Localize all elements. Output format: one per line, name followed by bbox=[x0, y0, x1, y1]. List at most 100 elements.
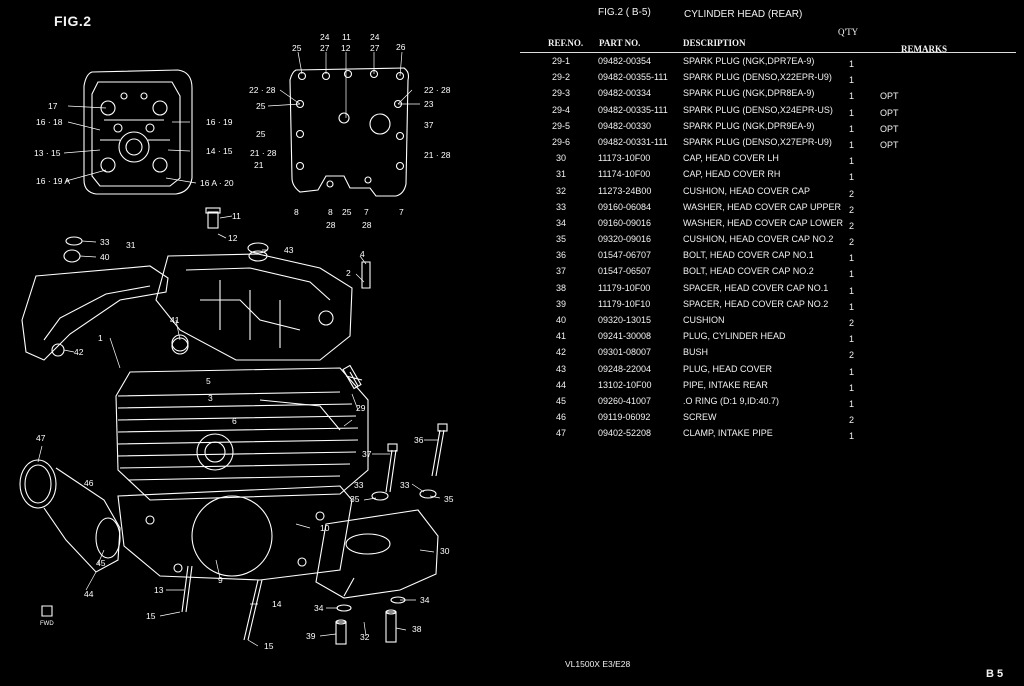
ref-no-cell: 44 bbox=[555, 379, 566, 390]
callout-16-19: 16 · 19 bbox=[206, 117, 233, 127]
callout-33: 33 bbox=[400, 480, 410, 490]
table-row: 44 13102-10F00 PIPE, INTAKE REAR 1 bbox=[520, 378, 1024, 394]
callout-27: 27 bbox=[320, 43, 330, 53]
qty-cell: 1 bbox=[849, 382, 855, 393]
callout-11: 11 bbox=[342, 32, 351, 42]
callout-39: 39 bbox=[306, 631, 316, 641]
callout-31: 31 bbox=[126, 240, 136, 250]
callout-21: 21 bbox=[254, 160, 264, 170]
remarks-cell: OPT bbox=[880, 139, 899, 150]
callout-23: 23 bbox=[424, 99, 434, 109]
leader-lines bbox=[37, 51, 441, 647]
callout-26: 26 bbox=[396, 42, 406, 52]
callout-37: 37 bbox=[424, 120, 434, 130]
ref-no-cell: 34 bbox=[555, 217, 566, 228]
ref-no-cell: 29-6 bbox=[551, 136, 570, 147]
exploded-diagram-panel: FIG.2 bbox=[19, 13, 454, 651]
bolts-and-studs bbox=[41, 207, 448, 645]
description-cell: SPACER, HEAD COVER CAP NO.1 bbox=[683, 282, 829, 293]
callout-25: 25 bbox=[256, 129, 266, 139]
ref-no-cell: 47 bbox=[555, 428, 566, 439]
qty-cell: 2 bbox=[849, 188, 855, 199]
ref-no-cell: 35 bbox=[555, 234, 566, 245]
description-cell: SPARK PLUG (NGK,DPR9EA-9) bbox=[683, 120, 815, 131]
callout-32: 32 bbox=[360, 632, 370, 642]
callout-35: 35 bbox=[350, 494, 360, 504]
qty-cell: 1 bbox=[849, 431, 855, 442]
callout-29: 29 bbox=[356, 403, 366, 413]
parts-list-panel: FIG.2 ( B-5) CYLINDER HEAD (REAR) Q'TY R… bbox=[520, 0, 1024, 686]
ref-no-cell: 38 bbox=[555, 282, 566, 293]
part-no-cell: 09482-00335-111 bbox=[598, 104, 668, 115]
part-no-cell: 11174-10F00 bbox=[598, 169, 651, 180]
callout-11: 11 bbox=[232, 211, 241, 221]
callout-12: 12 bbox=[228, 233, 238, 243]
qty-cell: 1 bbox=[849, 269, 855, 280]
callout-12: 12 bbox=[341, 43, 351, 53]
part-no-cell: 11273-24B00 bbox=[598, 185, 652, 196]
callout-8: 8 bbox=[328, 207, 333, 217]
head-cover bbox=[155, 253, 353, 361]
description-cell: PIPE, INTAKE REAR bbox=[683, 379, 768, 390]
callout-25: 25 bbox=[342, 207, 352, 217]
qty-header: Q'TY bbox=[838, 27, 859, 37]
callout-13: 13 bbox=[154, 585, 164, 595]
part-no-cell: 09402-52208 bbox=[598, 428, 652, 439]
part-no-cell: 13102-10F00 bbox=[598, 379, 652, 390]
ref-no-cell: 43 bbox=[555, 363, 566, 374]
callout-16-18: 16 · 18 bbox=[36, 117, 63, 127]
callout-30: 30 bbox=[440, 546, 450, 556]
callout-46: 46 bbox=[84, 478, 94, 488]
part-no-cell: 09482-00334 bbox=[598, 88, 652, 99]
description-cell: SPARK PLUG (DENSO,X22EPR-U9) bbox=[683, 72, 832, 83]
part-no-cell: 09248-22004 bbox=[598, 363, 652, 374]
part-no-cell: 09160-06084 bbox=[598, 201, 652, 212]
qty-cell: 2 bbox=[849, 220, 855, 231]
description-cell: PLUG, HEAD COVER bbox=[683, 363, 773, 374]
qty-cell: 1 bbox=[849, 139, 855, 150]
callout-10: 10 bbox=[320, 523, 330, 533]
description-cell: WASHER, HEAD COVER CAP UPPER bbox=[683, 201, 842, 212]
callout-34: 34 bbox=[420, 595, 430, 605]
ref-no-cell: 29-5 bbox=[551, 120, 570, 131]
part-no-cell: 09482-00330 bbox=[598, 120, 652, 131]
callout-24: 24 bbox=[320, 32, 330, 42]
callout-labels: 24 11 24 25 27 12 27 26 22 · 28 22 · 28 … bbox=[34, 32, 454, 651]
callout-44: 44 bbox=[84, 589, 94, 599]
model-code: VL1500X E3/E28 bbox=[565, 659, 631, 669]
callout-40: 40 bbox=[100, 252, 110, 262]
callout-14: 14 bbox=[272, 599, 282, 609]
description-cell: SCREW bbox=[683, 412, 717, 423]
intake-pipe bbox=[19, 459, 121, 573]
ref-no-cell: 33 bbox=[555, 201, 566, 212]
part-no-cell: 09301-08007 bbox=[598, 347, 652, 358]
callout-fwd-arrow: FWD bbox=[40, 621, 54, 627]
ref-no-cell: 29-4 bbox=[551, 104, 570, 115]
qty-cell: 1 bbox=[849, 334, 855, 345]
description-cell: SPARK PLUG (NGK,DPR7EA-9) bbox=[683, 56, 815, 66]
callout-5: 5 bbox=[206, 376, 211, 386]
ref-no-cell: 29-1 bbox=[551, 56, 570, 66]
part-no-cell: 09119-06092 bbox=[598, 412, 651, 423]
part-no-cell: 09260-41007 bbox=[598, 395, 652, 406]
qty-cell: 1 bbox=[849, 123, 855, 134]
callout-7: 7 bbox=[399, 207, 404, 217]
part-no-cell: 11179-10F10 bbox=[598, 298, 651, 309]
exploded-view-drawing: 24 11 24 25 27 12 27 26 22 · 28 22 · 28 … bbox=[19, 32, 454, 651]
remarks-cell: OPT bbox=[880, 91, 899, 102]
callout-33: 33 bbox=[100, 237, 110, 247]
qty-cell: 2 bbox=[849, 204, 855, 215]
ref-no-cell: 40 bbox=[555, 315, 566, 325]
column-header-part-no: PART NO. bbox=[599, 38, 641, 48]
